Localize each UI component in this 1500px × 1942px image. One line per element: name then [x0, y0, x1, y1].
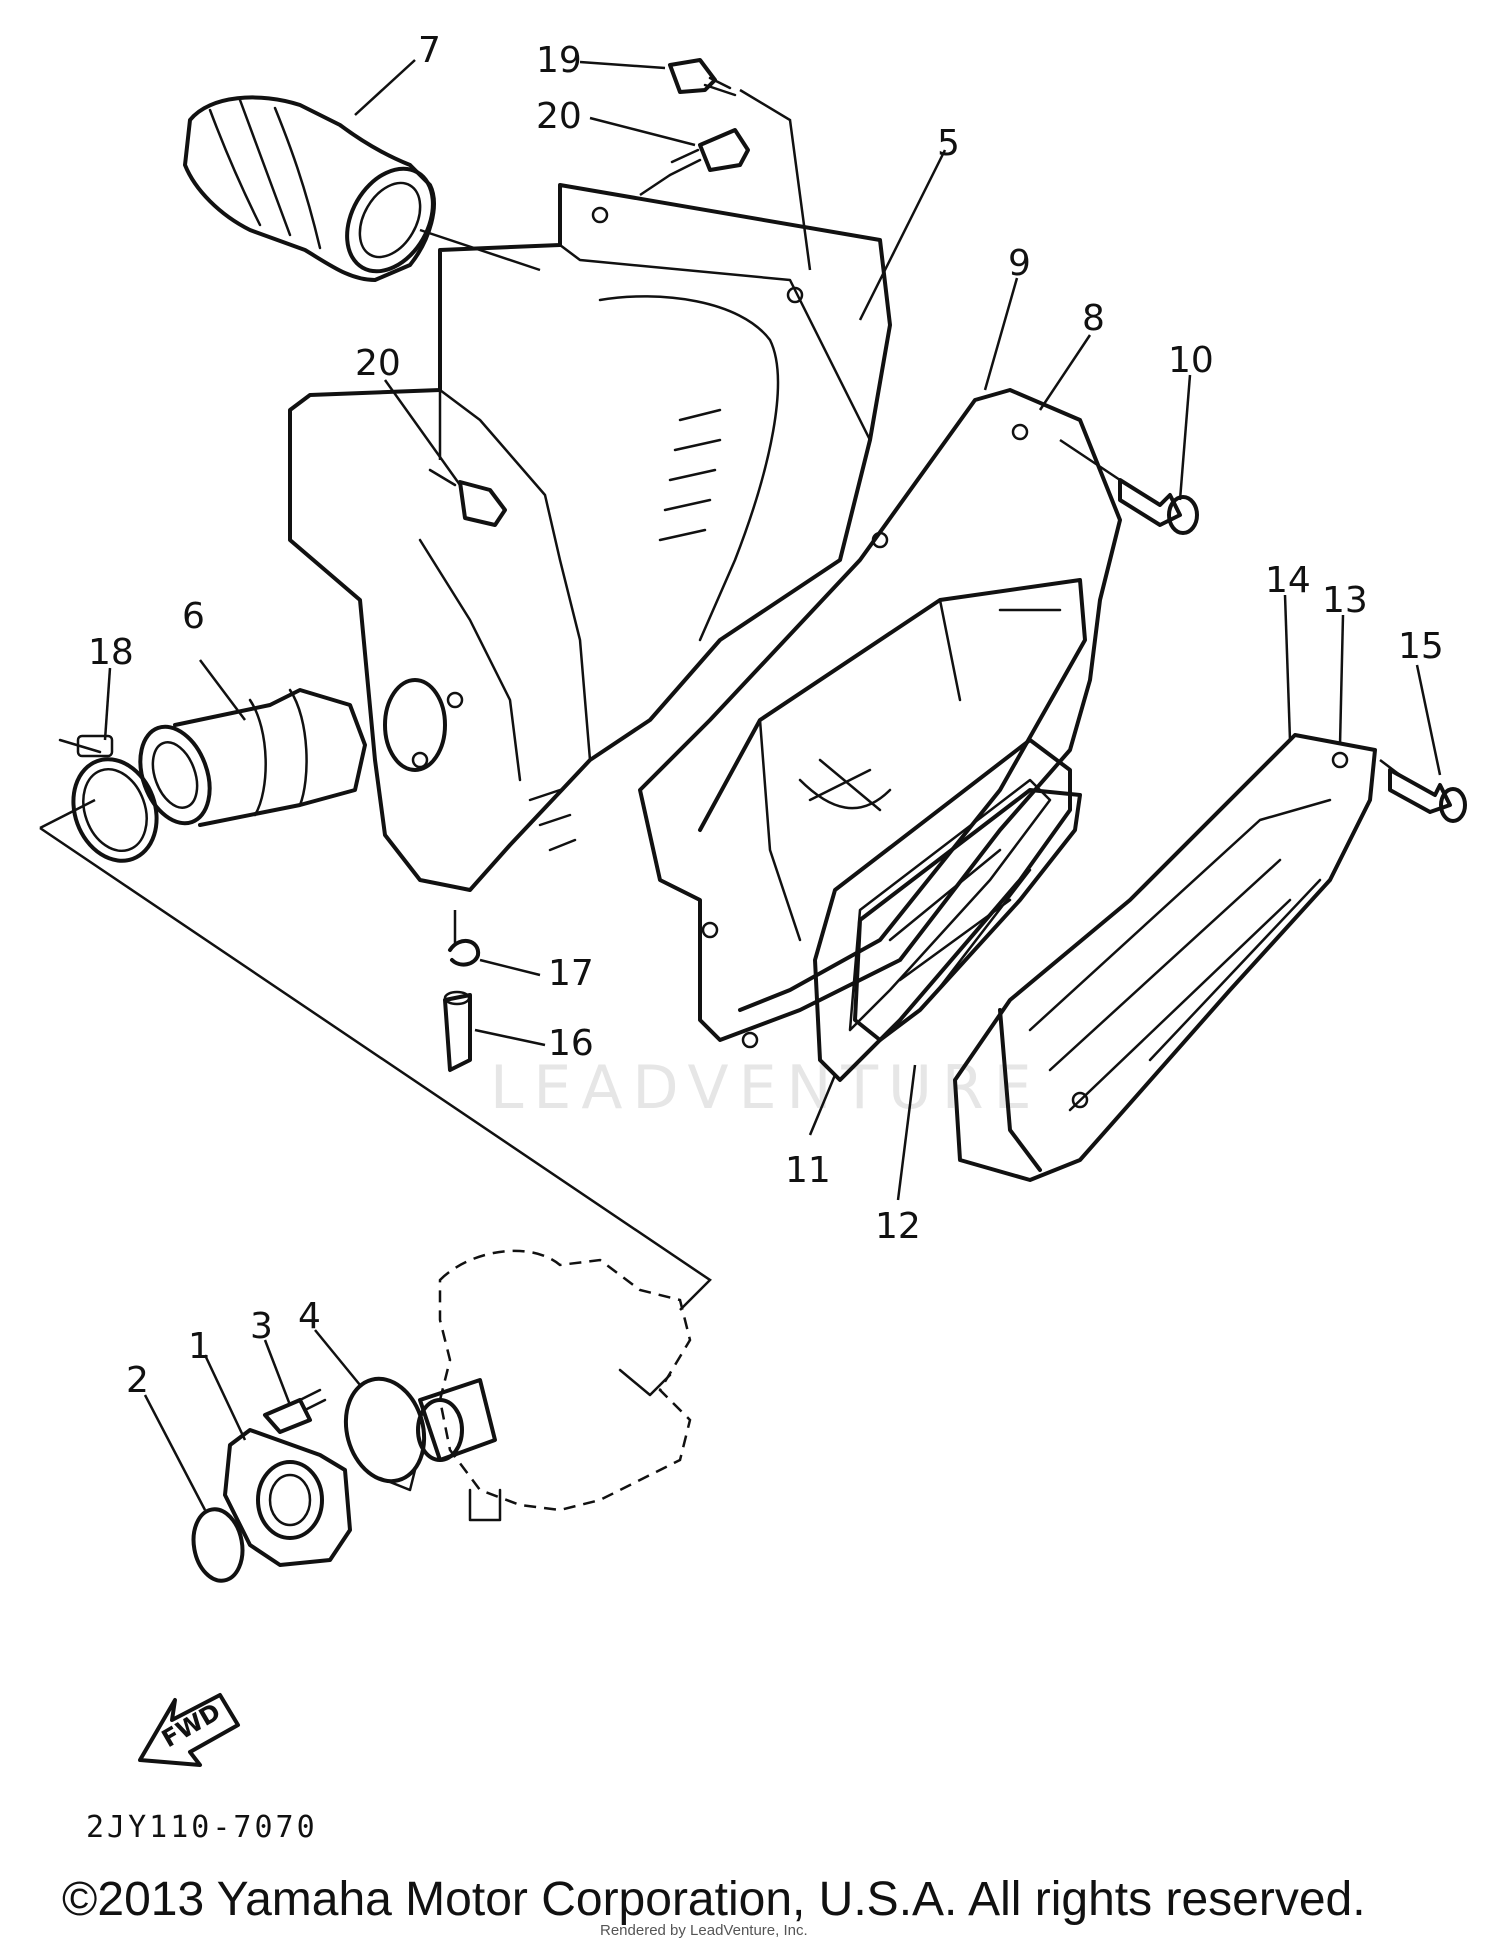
callout-19: 19: [536, 40, 582, 81]
assembly-line-18: [39, 826, 712, 1311]
callout-16: 16: [548, 1023, 594, 1064]
callout-6: 6: [182, 596, 205, 637]
copyright-notice: ©2013 Yamaha Motor Corporation, U.S.A. A…: [62, 1873, 1366, 1926]
intake-boot-part: [183, 95, 436, 282]
leader-19: [579, 60, 666, 70]
callout-17: 17: [548, 953, 594, 994]
leader-4: [314, 1329, 361, 1386]
callout-4: 4: [298, 1296, 321, 1337]
callout-9: 9: [1008, 243, 1031, 284]
callout-7: 7: [418, 30, 441, 71]
leader-14: [1283, 594, 1292, 741]
callout-2: 2: [126, 1360, 149, 1401]
leader-15: [1415, 664, 1442, 776]
assembly-line-7: [419, 228, 541, 272]
joint-bolt-part: [263, 1388, 327, 1434]
leader-1: [203, 1354, 247, 1441]
assembly-line-15: [1379, 759, 1401, 776]
leader-2: [143, 1394, 207, 1511]
leader-8: [1038, 334, 1092, 411]
leader-9: [983, 277, 1019, 391]
diagram-code: 2JY110-7070: [86, 1810, 318, 1845]
leader-11: [808, 1074, 837, 1136]
leader-3: [263, 1339, 292, 1406]
rendered-by-credit: Rendered by LeadVenture, Inc.: [600, 1922, 808, 1939]
element-gasket-part: [813, 738, 1072, 1082]
callout-15: 15: [1398, 626, 1444, 667]
callout-20-upper: 20: [536, 96, 582, 137]
cap-bolt-part: [1388, 768, 1467, 823]
callout-1: 1: [188, 1326, 211, 1367]
callout-12: 12: [875, 1206, 921, 1247]
callout-3: 3: [250, 1306, 273, 1347]
leader-20-upper: [589, 116, 696, 147]
screw-19-part: [668, 58, 737, 97]
callout-5: 5: [937, 123, 960, 164]
cover-screw-part: [1118, 478, 1199, 535]
assembly-line-18-left: [39, 798, 96, 830]
carburetor-joint-part: [223, 1428, 352, 1567]
fwd-label: FWD: [157, 1698, 225, 1754]
leader-17: [479, 958, 541, 977]
leader-16: [474, 1028, 546, 1047]
engine-outline-part: [416, 1249, 692, 1522]
callout-14: 14: [1265, 560, 1311, 601]
leader-10: [1178, 374, 1192, 501]
forward-direction-arrow: FWD: [138, 1693, 240, 1767]
drain-clip-part: [448, 939, 481, 967]
leader-18: [103, 667, 112, 741]
leader-13: [1338, 614, 1345, 746]
callout-8: 8: [1082, 298, 1105, 339]
leader-6: [199, 659, 246, 721]
callout-11: 11: [785, 1150, 831, 1191]
callout-20-lower: 20: [355, 343, 401, 384]
air-box-case-part: [288, 183, 892, 892]
leader-12: [896, 1064, 917, 1201]
intake-joint-part: [138, 688, 367, 827]
watermark-text: LEADVENTURE: [490, 1053, 1042, 1123]
element-frame-part: [853, 788, 1082, 1042]
joint-clamp-part: [343, 1376, 427, 1492]
drain-hose-part: [443, 990, 472, 1072]
assembly-line-20-upper: [639, 173, 671, 197]
filter-element-part: [953, 733, 1377, 1182]
callout-18: 18: [88, 632, 134, 673]
leader-20-lower: [383, 379, 462, 486]
assembly-line-10: [1059, 438, 1121, 482]
assembly-line-19: [739, 88, 812, 271]
leader-5: [858, 149, 947, 321]
callout-13: 13: [1322, 580, 1368, 621]
callout-10: 10: [1168, 340, 1214, 381]
screw-20-upper-part: [668, 128, 750, 177]
screw-20-lower-part: [428, 468, 507, 527]
air-filter-case-cover-part: [638, 388, 1122, 1049]
leader-7: [354, 59, 416, 116]
o-ring-part: [191, 1507, 245, 1583]
hose-clamp-part: [58, 734, 159, 863]
